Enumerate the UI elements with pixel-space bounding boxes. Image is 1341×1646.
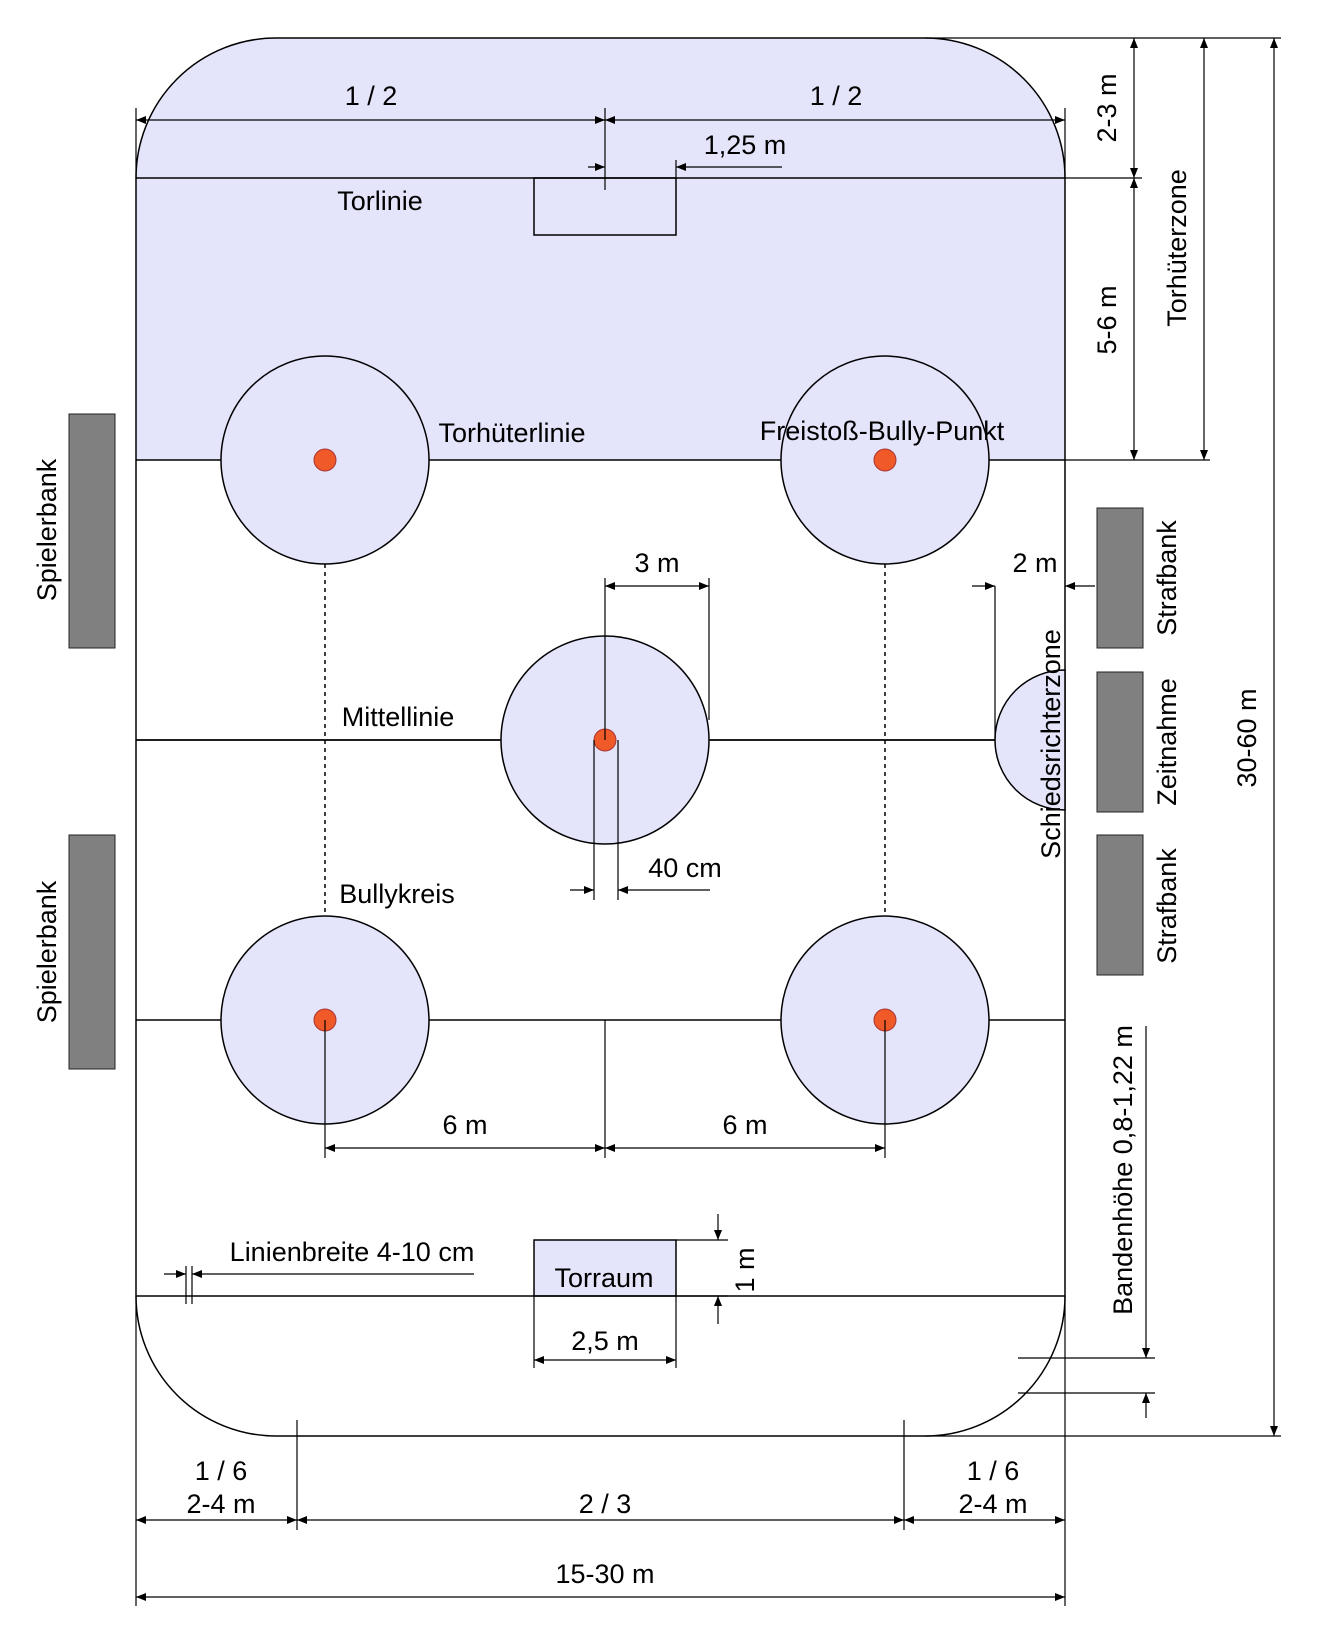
label-middle-fraction: 2 / 3 bbox=[579, 1489, 632, 1519]
label-torraum-depth: 1 m bbox=[730, 1247, 760, 1292]
label-schiedsrichterzone: Schiedsrichterzone bbox=[1036, 629, 1066, 859]
label-torraum: Torraum bbox=[554, 1263, 653, 1293]
label-total-width: 15-30 m bbox=[555, 1559, 654, 1589]
label-half-right: 1 / 2 bbox=[810, 81, 863, 111]
label-spielerbank-top: Spielerbank bbox=[32, 458, 62, 601]
label-goal-line-distance: 2-3 m bbox=[1092, 73, 1122, 142]
label-bandenhoehe: Bandenhöhe 0,8-1,22 m bbox=[1108, 1025, 1138, 1315]
bully-spot-top-right bbox=[873, 448, 897, 472]
label-torhueterlinie: Torhüterlinie bbox=[438, 418, 585, 448]
label-corner-size-left: 2-4 m bbox=[186, 1489, 255, 1519]
label-spielerbank-bottom: Spielerbank bbox=[32, 880, 62, 1023]
penalty-bench-top bbox=[1096, 507, 1144, 649]
label-ref-zone-radius: 2 m bbox=[1012, 548, 1057, 578]
player-bench-top bbox=[68, 413, 116, 649]
label-corner-size-right: 2-4 m bbox=[958, 1489, 1027, 1519]
label-center-circle-radius: 3 m bbox=[634, 548, 679, 578]
label-spot-diameter: 40 cm bbox=[648, 853, 722, 883]
torraum-zone bbox=[534, 1240, 676, 1296]
label-corner-fraction-left: 1 / 6 bbox=[195, 1456, 248, 1486]
label-linienbreite: Linienbreite 4-10 cm bbox=[230, 1237, 475, 1267]
goalie-zone-top bbox=[136, 38, 1065, 460]
torraum-box bbox=[533, 1239, 677, 1297]
referee-zone bbox=[994, 669, 1066, 811]
label-zeitnahme: Zeitnahme bbox=[1152, 678, 1182, 806]
label-torhueterzone: Torhüterzone bbox=[1162, 169, 1192, 327]
label-mittellinie: Mittellinie bbox=[342, 702, 455, 732]
penalty-bench-bottom bbox=[1096, 834, 1144, 976]
label-spot-distance-right: 6 m bbox=[722, 1110, 767, 1140]
label-goal-width: 1,25 m bbox=[704, 130, 787, 160]
label-bullykreis: Bullykreis bbox=[339, 879, 455, 909]
label-strafbank-top: Strafbank bbox=[1152, 520, 1182, 636]
label-half-left: 1 / 2 bbox=[345, 81, 398, 111]
player-bench-bottom bbox=[68, 834, 116, 1070]
label-goalie-line-distance: 5-6 m bbox=[1092, 285, 1122, 354]
label-freistoss-bully-punkt: Freistoß-Bully-Punkt bbox=[760, 416, 1005, 446]
timekeeper-bench bbox=[1096, 671, 1144, 813]
label-total-length: 30-60 m bbox=[1232, 688, 1262, 787]
label-strafbank-bottom: Strafbank bbox=[1152, 848, 1182, 964]
bully-spot-top-left bbox=[313, 448, 337, 472]
label-spot-distance-left: 6 m bbox=[442, 1110, 487, 1140]
label-torlinie: Torlinie bbox=[337, 186, 423, 216]
label-torraum-width: 2,5 m bbox=[571, 1326, 639, 1356]
label-corner-fraction-right: 1 / 6 bbox=[967, 1456, 1020, 1486]
